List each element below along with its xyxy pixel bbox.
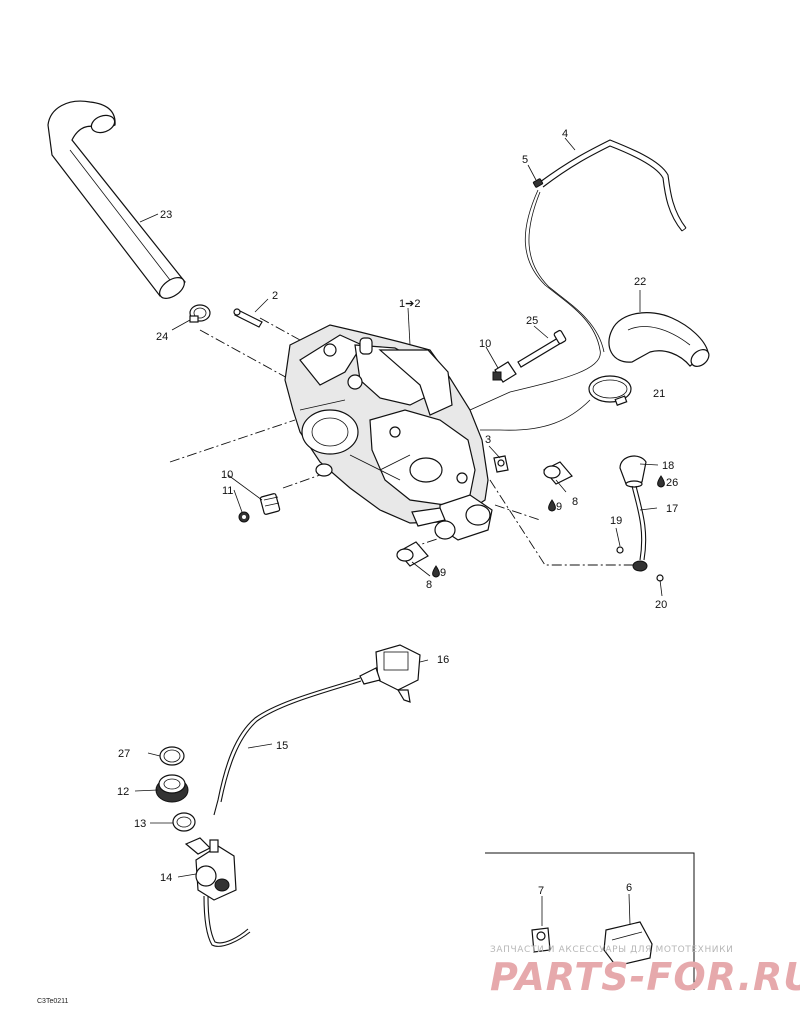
grommet-18 — [619, 455, 647, 488]
drain-hose-b — [207, 895, 249, 944]
callout-9a: 9 — [556, 501, 562, 513]
callout-26: 26 — [666, 477, 678, 489]
watermark: ЗАПЧАСТИ И АКСЕССУАРЫ ДЛЯ МОТОТЕХНИКИ PA… — [490, 945, 800, 999]
cable-15b — [220, 680, 362, 803]
leader-lines — [134, 137, 663, 926]
callout-22: 22 — [634, 276, 646, 288]
callout-23: 23 — [160, 209, 172, 221]
oil-drop-icon-9a — [548, 499, 556, 512]
callout-19: 19 — [610, 515, 622, 527]
drain-hose — [203, 895, 251, 947]
oil-drop-icon-9b — [432, 565, 440, 578]
callout-13: 13 — [134, 818, 146, 830]
callout-2: 2 — [272, 290, 278, 302]
callout-9b: 9 — [440, 567, 446, 579]
carburetor-14 — [184, 837, 237, 901]
watermark-tagline: ЗАПЧАСТИ И АКСЕССУАРЫ ДЛЯ МОТОТЕХНИКИ — [490, 945, 733, 955]
clamp-21 — [588, 375, 632, 406]
fitting-19 — [616, 546, 624, 554]
callout-12: 12 — [117, 786, 129, 798]
fitting-elbow — [315, 463, 333, 477]
clamp-27 — [159, 746, 185, 766]
callout-5: 5 — [522, 154, 528, 166]
diagram-code: C3Te0211 — [37, 998, 69, 1005]
callout-10a: 10 — [479, 338, 491, 350]
vent-line-2 — [528, 191, 605, 353]
callout-labels: 1➔2 2 3 4 5 6 7 8 8 9 9 10 10 11 12 13 1… — [117, 128, 678, 897]
callout-6: 6 — [626, 882, 632, 894]
connector-10-upper — [492, 361, 517, 383]
fitting-3 — [493, 455, 509, 473]
module-6 — [603, 921, 653, 967]
callout-8b: 8 — [426, 579, 432, 591]
callout-11: 11 — [222, 485, 233, 497]
engine-assembly-1-2 — [284, 324, 493, 541]
throttle-16 — [359, 644, 421, 703]
callout-1-2: 1➔2 — [399, 298, 420, 310]
rubber-adapter-12 — [155, 774, 189, 803]
clamp-13 — [172, 812, 196, 832]
callout-10b: 10 — [221, 469, 233, 481]
fuel-line-4 — [539, 139, 687, 232]
callout-8a: 8 — [572, 496, 578, 508]
callout-24: 24 — [156, 331, 168, 343]
cap-8-lower — [396, 541, 429, 567]
bolt-25 — [517, 329, 567, 368]
callout-27: 27 — [118, 748, 130, 760]
clamp-5 — [532, 178, 544, 188]
banjo-20 — [632, 560, 664, 582]
oil-tube-17 — [631, 485, 647, 561]
callout-16: 16 — [437, 654, 449, 666]
clamp-24 — [189, 304, 211, 323]
hose-23 — [47, 100, 186, 299]
callout-7: 7 — [538, 885, 544, 897]
callout-21: 21 — [653, 388, 665, 400]
callout-17: 17 — [666, 503, 678, 515]
wire-21 — [480, 399, 591, 431]
screw-2 — [233, 308, 263, 328]
callout-20: 20 — [655, 599, 667, 611]
callout-14: 14 — [160, 872, 172, 884]
vent-line — [469, 189, 601, 411]
connector-10-lower — [259, 493, 281, 515]
cap-8-right — [543, 461, 573, 485]
hose-22 — [608, 312, 710, 367]
callout-15: 15 — [276, 740, 288, 752]
oil-drop-icon-26 — [657, 475, 665, 488]
nut-11 — [238, 511, 250, 523]
watermark-logo: PARTS-FOR.RU — [490, 955, 800, 999]
callout-3: 3 — [485, 434, 491, 446]
cable-15 — [213, 677, 361, 816]
callout-4: 4 — [562, 128, 568, 140]
callout-25: 25 — [526, 315, 538, 327]
sensor-7 — [531, 927, 551, 953]
inset-box — [485, 852, 695, 990]
callout-18: 18 — [662, 460, 674, 472]
